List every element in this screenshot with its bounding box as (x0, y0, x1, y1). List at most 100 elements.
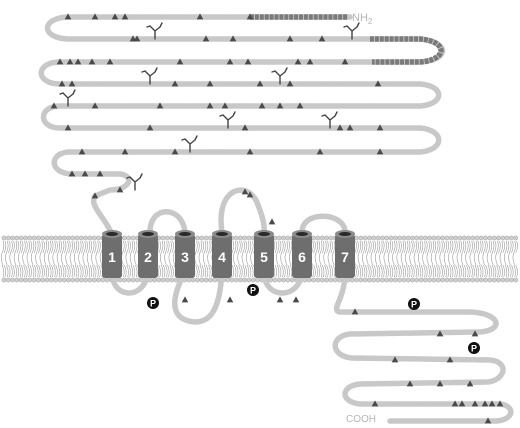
triangle-marker-icon (246, 13, 254, 20)
triangle-marker-icon (206, 102, 214, 109)
triangle-marker-icon (292, 296, 300, 303)
phospho-circle-icon: P (247, 284, 259, 296)
triangle-marker-icon (346, 124, 354, 131)
phospho-label: P (250, 286, 256, 296)
triangle-marker-icon (458, 400, 466, 407)
triangle-marker-icon (276, 102, 284, 109)
triangle-marker-icon (50, 102, 58, 109)
branched-glycan-icon (181, 135, 198, 153)
modified-residue-markers (50, 13, 504, 424)
triangle-marker-icon (488, 400, 496, 407)
triangle-marker-icon (176, 58, 184, 65)
triangle-marker-icon (156, 102, 164, 109)
triangle-marker-icon (268, 218, 276, 225)
transmembrane-helix-1: 1 (102, 230, 122, 278)
triangle-marker-icon (286, 35, 294, 42)
triangle-marker-icon (336, 124, 344, 131)
transmembrane-helix-3: 3 (175, 230, 195, 278)
triangle-marker-icon (471, 330, 479, 337)
triangle-marker-icon (244, 58, 252, 65)
polypeptide-chain (38, 14, 514, 424)
phospho-circle-icon: P (408, 298, 420, 310)
loop-ecl2 (218, 187, 267, 235)
triangle-marker-icon (374, 80, 382, 87)
triangle-marker-icon (133, 35, 141, 42)
triangle-marker-icon (78, 148, 86, 155)
branched-glycan-icon (59, 89, 76, 107)
triangle-marker-icon (276, 296, 284, 303)
helix-label: 7 (341, 249, 349, 265)
cterm-domain (332, 269, 514, 424)
triangle-marker-icon (446, 356, 454, 363)
triangle-marker-icon (451, 400, 459, 407)
triangle-marker-icon (258, 102, 266, 109)
triangle-marker-icon (91, 102, 99, 109)
triangle-marker-icon (146, 124, 154, 131)
triangle-marker-icon (318, 35, 326, 42)
triangle-marker-icon (106, 58, 114, 65)
triangle-marker-icon (371, 400, 379, 407)
triangle-marker-icon (351, 308, 359, 315)
triangle-marker-icon (481, 400, 489, 407)
n-terminus-label: NH2 (352, 12, 373, 26)
transmembrane-helix-7: 7 (335, 230, 355, 278)
triangle-marker-icon (241, 188, 249, 195)
transmembrane-helix-5: 5 (254, 230, 274, 278)
triangle-marker-icon (341, 58, 349, 65)
phospho-circle-icon: P (147, 297, 159, 309)
triangle-marker-icon (91, 192, 99, 199)
triangle-marker-icon (91, 13, 99, 20)
triangle-marker-icon (436, 330, 444, 337)
triangle-marker-icon (74, 58, 82, 65)
triangle-marker-icon (471, 400, 479, 407)
triangle-marker-icon (241, 124, 249, 131)
phospho-label: P (471, 344, 477, 354)
branched-glycan-icon (271, 67, 288, 85)
helix-label: 2 (144, 249, 152, 265)
loop-icl2 (172, 269, 225, 325)
phospho-label: P (411, 300, 417, 310)
loop-icl1 (109, 269, 151, 296)
branched-glycan-icon (219, 111, 236, 129)
triangle-marker-icon (58, 80, 66, 87)
triangle-marker-icon (96, 170, 104, 177)
triangle-marker-icon (286, 80, 294, 87)
triangle-marker-icon (466, 380, 474, 387)
phospho-label: P (150, 299, 156, 309)
triangle-marker-icon (496, 400, 504, 407)
triangle-marker-icon (221, 102, 229, 109)
triangle-marker-icon (376, 148, 384, 155)
triangle-marker-icon (66, 58, 74, 65)
nterm-row-4 (51, 125, 442, 177)
triangle-marker-icon (121, 13, 129, 20)
triangle-marker-icon (64, 13, 72, 20)
branched-glycan-icon (343, 22, 360, 40)
triangle-marker-icon (171, 80, 179, 87)
triangle-marker-icon (202, 35, 210, 42)
triangle-marker-icon (116, 186, 124, 193)
triangle-marker-icon (171, 148, 179, 155)
triangle-marker-icon (68, 170, 76, 177)
phospho-circle-icon: P (468, 342, 480, 354)
triangle-marker-icon (196, 13, 204, 20)
helix-label: 3 (181, 249, 189, 265)
triangle-marker-icon (436, 380, 444, 387)
triangle-marker-icon (391, 356, 399, 363)
triangle-marker-icon (294, 58, 302, 65)
triangle-marker-icon (246, 148, 254, 155)
phosphorylation-sites: P P P P (147, 284, 480, 354)
nterm-row-3 (40, 81, 442, 131)
transmembrane-helix-6: 6 (292, 230, 312, 278)
triangle-marker-icon (226, 58, 234, 65)
glycosylation-sites (59, 22, 360, 191)
triangle-marker-icon (256, 80, 264, 87)
triangle-marker-icon (121, 148, 129, 155)
transmembrane-helix-4: 4 (212, 230, 232, 278)
triangle-marker-icon (296, 102, 304, 109)
triangle-marker-icon (88, 58, 96, 65)
helix-label: 1 (108, 249, 116, 265)
c-terminus-label: COOH (346, 414, 376, 425)
